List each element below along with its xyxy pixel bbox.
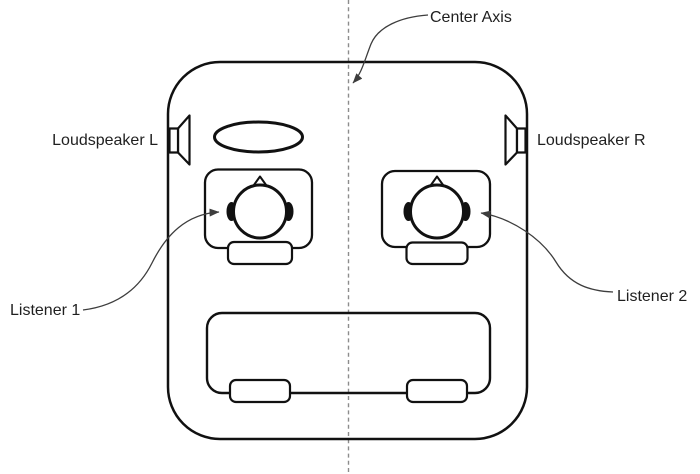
loudspeaker-r-cone	[504, 114, 519, 166]
loudspeaker-r-label: Loudspeaker R	[537, 132, 646, 149]
rear-bench-headrest-right	[405, 378, 469, 404]
center-axis-leader-line	[352, 14, 429, 84]
front-seat-left-headrest	[226, 240, 294, 266]
listener-2-head-icon	[403, 175, 471, 240]
listener-1-leader-line	[82, 208, 220, 311]
rear-bench-seat	[205, 311, 492, 404]
loudspeaker-l-cone	[176, 114, 191, 166]
rear-bench-headrest-left	[228, 378, 292, 404]
listener-2-skull	[409, 183, 465, 240]
listener-2-leader-line	[480, 210, 614, 293]
car-body-outline	[166, 60, 529, 441]
loudspeaker-l-label: Loudspeaker L	[52, 132, 158, 149]
listener-1-skull	[232, 183, 288, 240]
loudspeaker-r-icon	[504, 114, 527, 166]
front-seat-left	[203, 168, 314, 266]
listener-2-label: Listener 2	[617, 288, 687, 305]
center-axis-label: Center Axis	[430, 9, 512, 26]
listener-1-label: Listener 1	[10, 302, 80, 319]
loudspeaker-l-magnet	[168, 127, 180, 154]
front-seat-right	[380, 169, 492, 266]
front-seat-right-headrest	[405, 241, 469, 266]
loudspeaker-r-magnet	[515, 127, 527, 154]
steering-wheel-icon	[213, 120, 304, 154]
loudspeaker-l-icon	[168, 114, 191, 166]
rear-bench-back	[205, 311, 492, 395]
listener-1-head-icon	[226, 175, 294, 240]
